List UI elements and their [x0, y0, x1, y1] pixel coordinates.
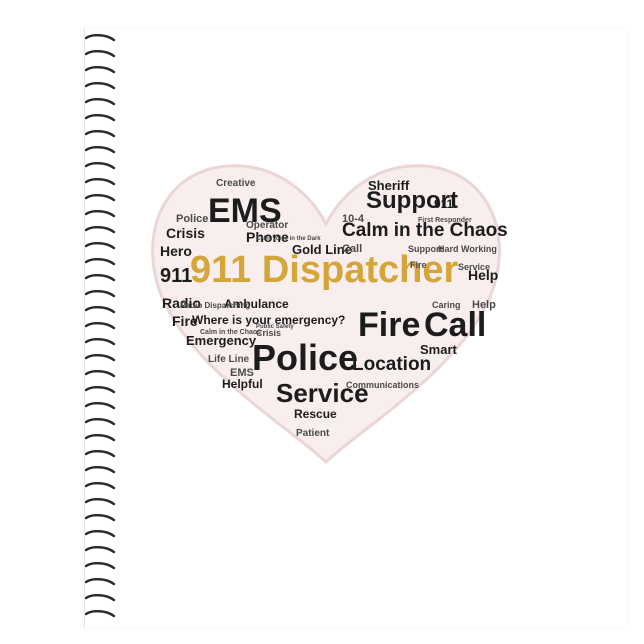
- word-call-big: Call: [424, 306, 486, 344]
- spiral-coil: [84, 242, 116, 250]
- word-hard-working: Hard Working: [438, 244, 497, 254]
- word-life-line: Life Line: [208, 354, 250, 365]
- word-service-big: Service: [276, 378, 369, 408]
- spiral-coil: [84, 274, 116, 282]
- spiral-coil: [84, 50, 116, 58]
- word-communications: Communications: [346, 380, 419, 390]
- word-rescue: Rescue: [294, 407, 337, 421]
- word-operator: Operator: [246, 220, 288, 231]
- spiral-coil: [84, 578, 116, 586]
- word-ambulance: Ambulance: [224, 297, 289, 311]
- spiral-binding: [84, 30, 118, 626]
- word-phone: Phone: [246, 229, 289, 245]
- spiral-coil: [84, 114, 116, 122]
- heart-shape: [151, 164, 501, 465]
- word-police-small: Police: [176, 213, 208, 225]
- spiral-coil: [84, 370, 116, 378]
- spiral-coil: [84, 562, 116, 570]
- word-support-big: Support: [366, 187, 458, 214]
- spiral-coil: [84, 306, 116, 314]
- spiral-coil: [84, 402, 116, 410]
- word-help-small: Help: [472, 299, 496, 311]
- heart-word-cloud: 911 Dispatcher Police Fire Call EMS Supp…: [146, 150, 508, 470]
- spiral-coil: [84, 434, 116, 442]
- word-911-left: 911: [160, 265, 192, 287]
- word-where-emergency: Where is your emergency?: [192, 313, 345, 327]
- spiral-coil: [84, 466, 116, 474]
- word-caring: Caring: [432, 300, 461, 310]
- spiral-coil: [84, 418, 116, 426]
- spiral-coil: [84, 66, 116, 74]
- word-creative: Creative: [216, 178, 256, 189]
- word-police-big: Police: [252, 337, 358, 378]
- word-crisis: Crisis: [166, 225, 205, 241]
- spiral-coil: [84, 130, 116, 138]
- spiral-coil: [84, 34, 116, 42]
- word-calm-chaos-small: Calm in the Chaos: [200, 329, 261, 336]
- word-calm-chaos-big: Calm in the Chaos: [342, 220, 508, 241]
- word-ems-small: EMS: [230, 367, 254, 379]
- word-calm-voice: Calm Voice in the Dark: [256, 236, 321, 242]
- word-fire-mid: Fire: [172, 313, 198, 329]
- word-gold-line: Gold Line: [292, 242, 352, 257]
- spiral-coil: [84, 162, 116, 170]
- spiral-coil: [84, 290, 116, 298]
- word-emergency: Emergency: [186, 333, 257, 348]
- spiral-coil: [84, 258, 116, 266]
- word-service-small: Service: [458, 262, 490, 272]
- spiral-coil: [84, 194, 116, 202]
- word-public-safety: Public Safety: [256, 324, 294, 330]
- spiral-coil: [84, 338, 116, 346]
- word-dispatcher: 911 Dispatcher: [190, 249, 458, 291]
- spiral-coil: [84, 178, 116, 186]
- spiral-coil: [84, 322, 116, 330]
- word-radio: Radio: [162, 295, 201, 311]
- spiral-coil: [84, 210, 116, 218]
- spiral-coil: [84, 450, 116, 458]
- spiral-coil: [84, 146, 116, 154]
- word-10-4: 10-4: [342, 213, 365, 225]
- word-fire-big: Fire: [358, 306, 420, 344]
- spiral-coil: [84, 98, 116, 106]
- word-first-responder: First Responder: [418, 217, 472, 224]
- spiral-coil: [84, 594, 116, 602]
- spiral-coil: [84, 386, 116, 394]
- word-support-small: Support: [408, 244, 443, 254]
- spiral-coil: [84, 514, 116, 522]
- word-smart: Smart: [420, 342, 458, 357]
- spiral-coil: [84, 354, 116, 362]
- word-help: Help: [468, 267, 498, 283]
- spiral-coil: [84, 226, 116, 234]
- word-ems-big: EMS: [208, 192, 282, 230]
- word-patient: Patient: [296, 428, 330, 439]
- spiral-coil: [84, 530, 116, 538]
- spiral-coil: [84, 546, 116, 554]
- word-call-small: Call: [342, 243, 362, 255]
- spiral-coil: [84, 82, 116, 90]
- word-fire-small: Fire: [410, 260, 427, 270]
- word-radio-dispatching: Radio Dispatching: [180, 301, 250, 310]
- word-911-right: 911: [434, 197, 454, 211]
- spiral-coil: [84, 482, 116, 490]
- spiral-coil: [84, 498, 116, 506]
- word-crisis-small: Crisis: [256, 328, 281, 338]
- spiral-coil: [84, 610, 116, 618]
- word-location: Location: [352, 354, 431, 375]
- word-hero: Hero: [160, 243, 192, 259]
- word-sheriff: Sheriff: [368, 178, 410, 193]
- word-helpful: Helpful: [222, 377, 263, 391]
